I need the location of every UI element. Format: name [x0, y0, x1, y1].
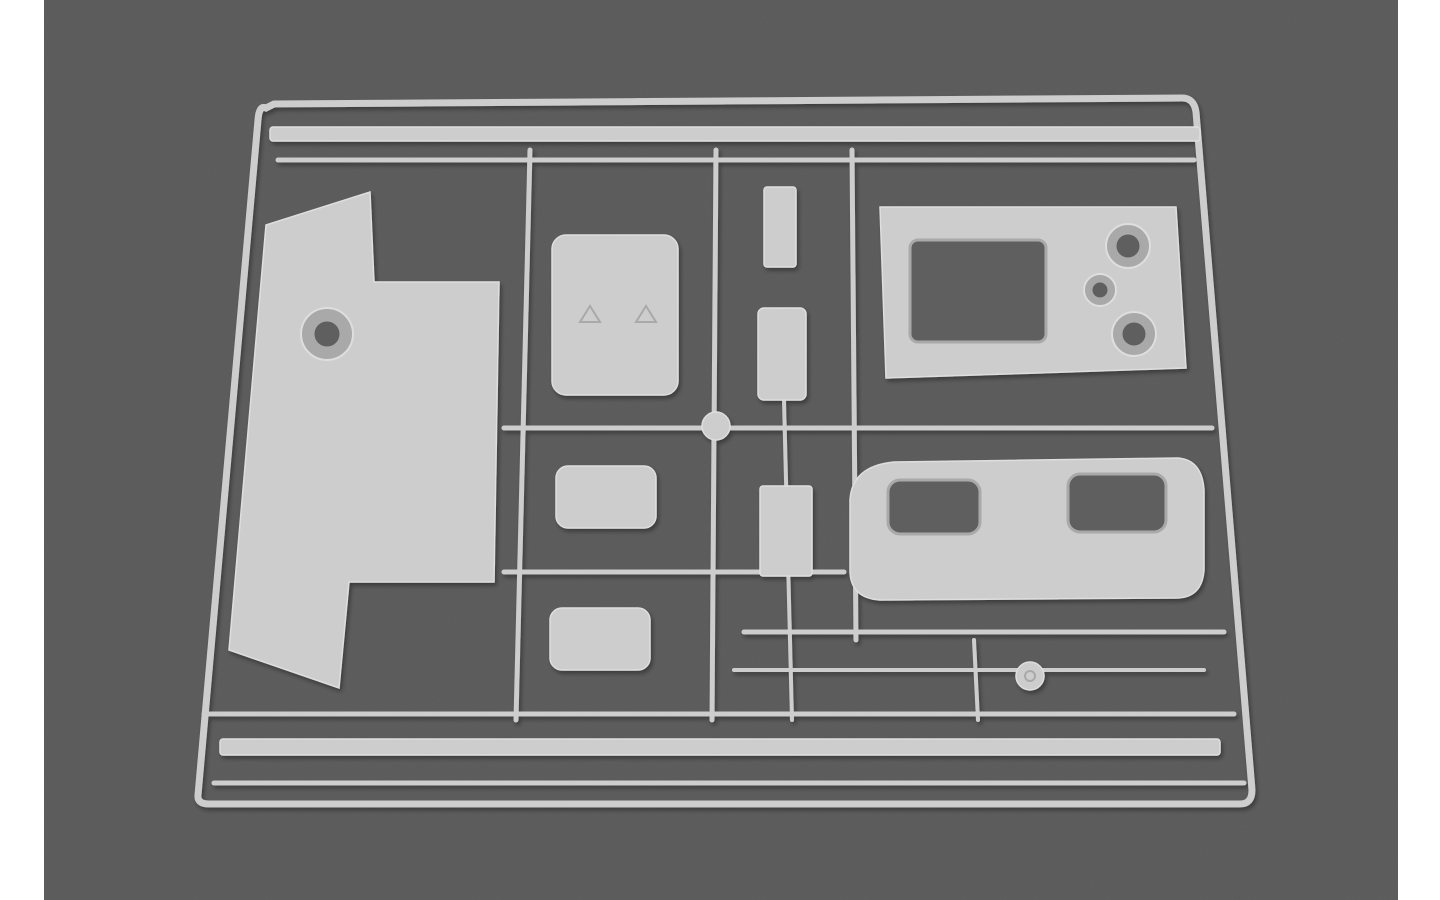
hull-plate-part [228, 190, 500, 690]
hatch-triangle-2 [634, 304, 658, 323]
small-wheel-part [1015, 661, 1045, 691]
plate-socket-hole [311, 318, 343, 350]
small-hatch-part-1 [555, 465, 657, 529]
top-bar-part [269, 126, 1201, 142]
runner-v1 [513, 147, 533, 723]
small-hatch-part-2 [549, 607, 651, 671]
sprue-photo [44, 0, 1398, 900]
panel-opening-1 [886, 478, 982, 536]
outer-runner [194, 94, 1256, 808]
round-port-1-hole [1113, 231, 1143, 261]
block-part-1 [763, 186, 797, 268]
hatch-panel-part [551, 234, 679, 396]
runner-v5 [972, 638, 980, 722]
hatch-triangle-1 [578, 304, 602, 323]
round-port-2-hole [1089, 279, 1111, 301]
window-opening [908, 238, 1048, 344]
sprue-tree [194, 94, 1256, 808]
panel-opening-2 [1066, 472, 1168, 534]
round-port-3-hole [1119, 319, 1149, 349]
runner-junction [701, 411, 731, 441]
bottom-bar-part [219, 738, 1221, 756]
block-part-2 [757, 307, 807, 401]
small-wheel-hub [1024, 670, 1036, 682]
photo [44, 0, 1398, 900]
block-part-3 [759, 485, 813, 577]
